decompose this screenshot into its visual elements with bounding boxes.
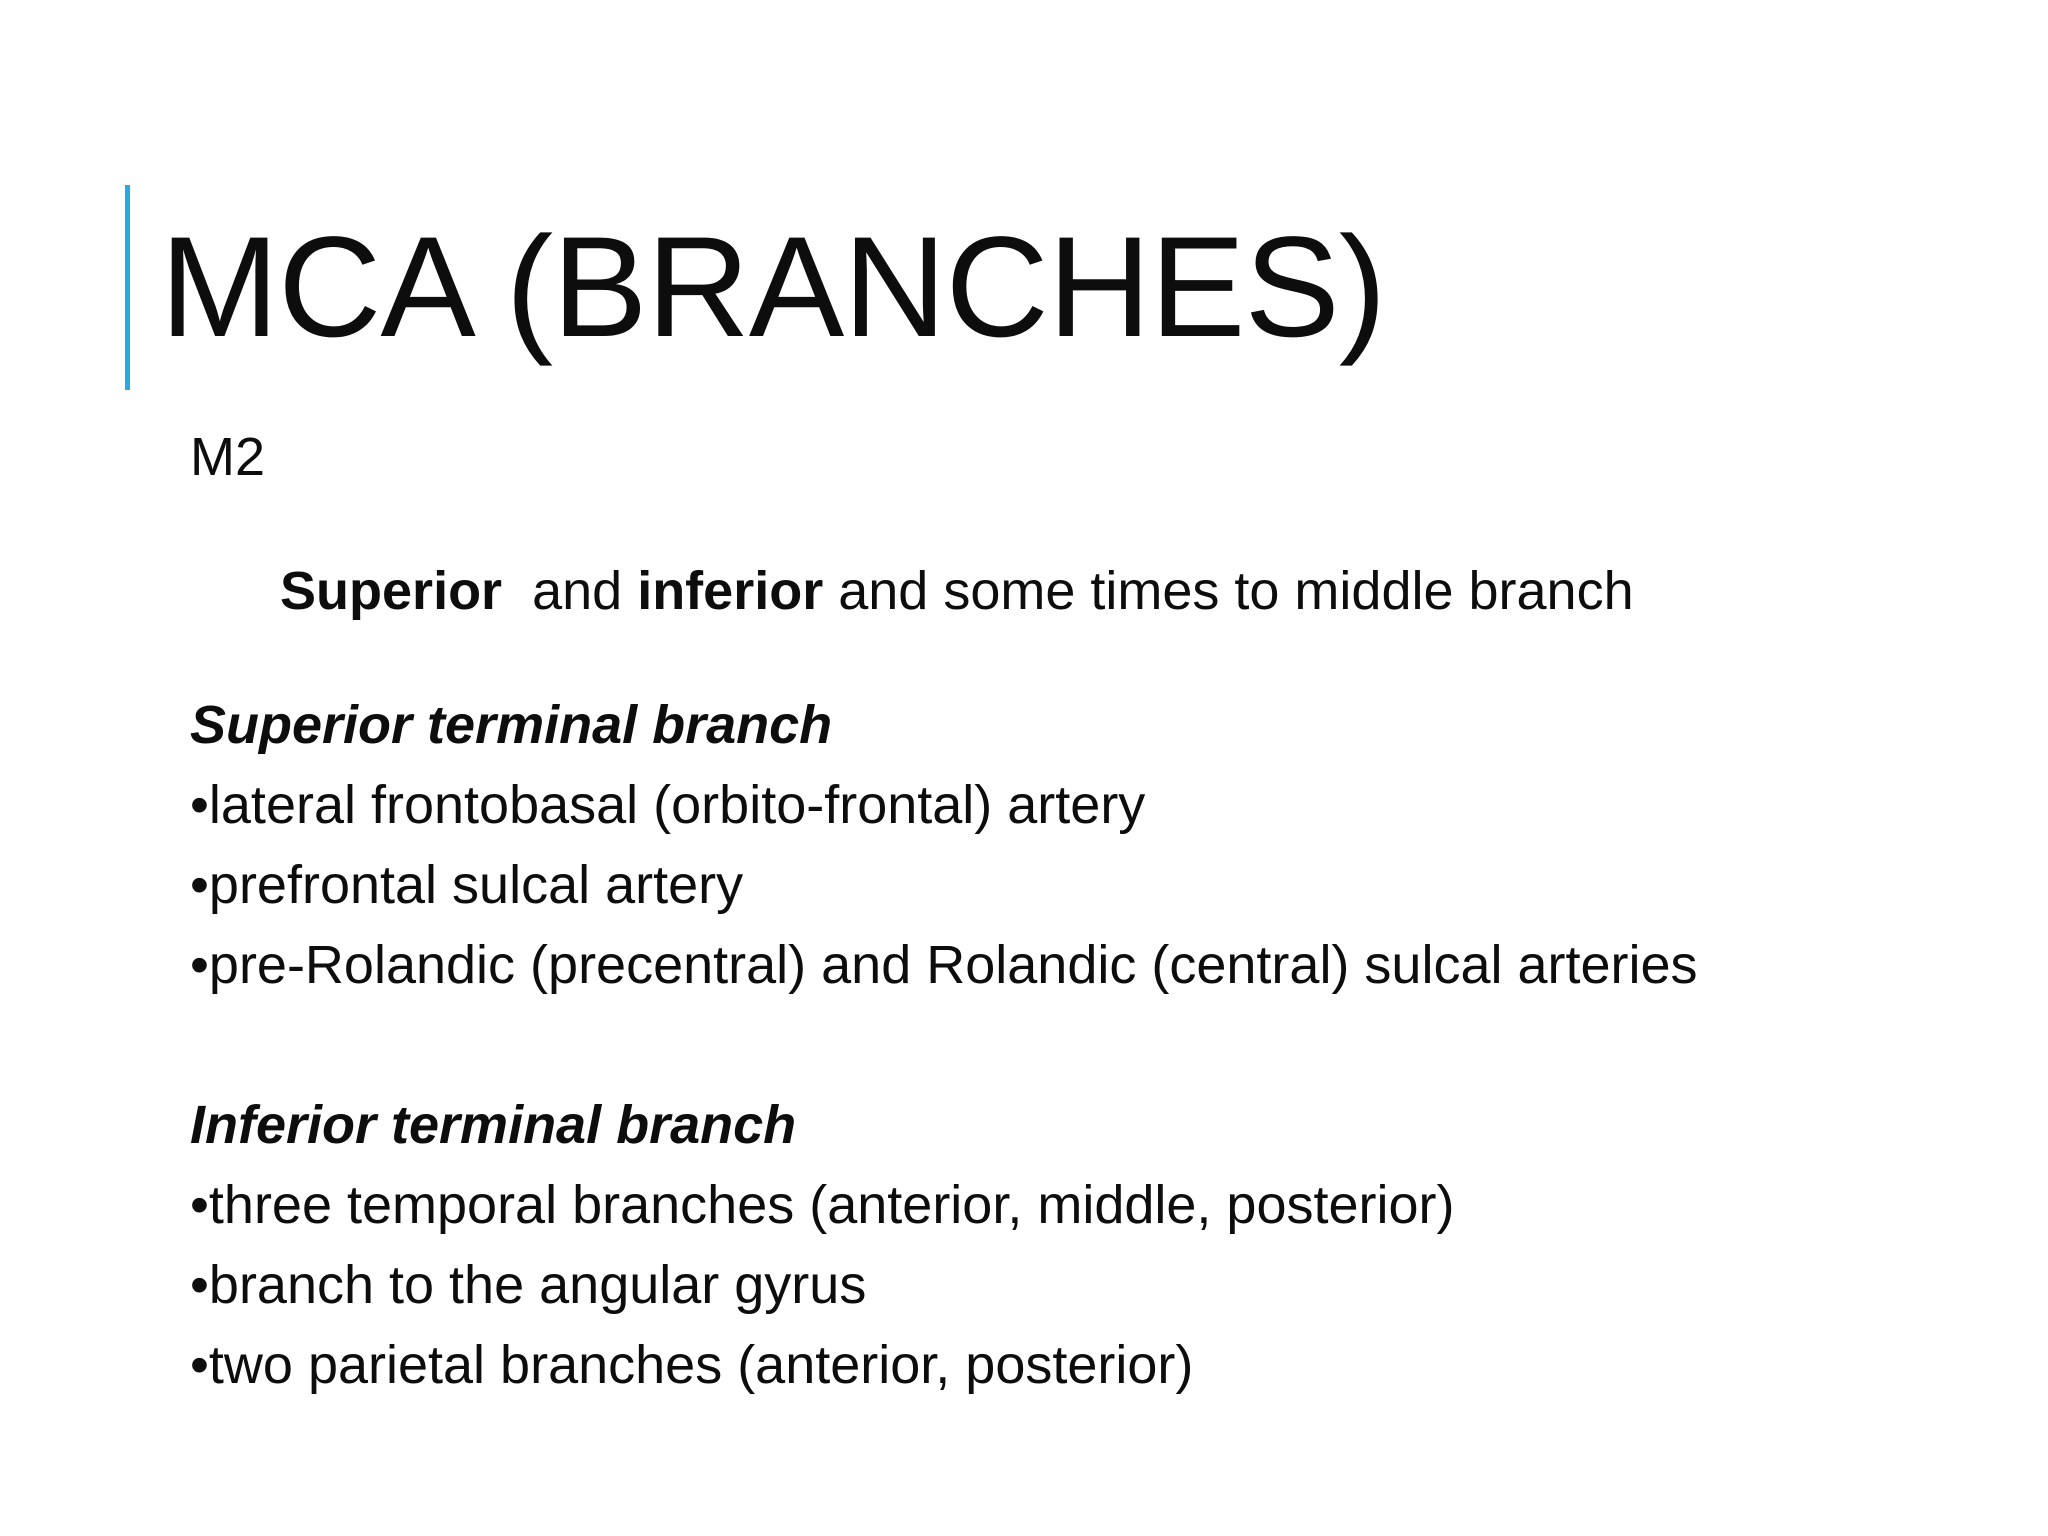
- segment-and: and: [502, 561, 638, 621]
- bullet-icon: •: [190, 935, 209, 995]
- slide-title-block: MCA (BRANCHES): [125, 185, 1825, 390]
- body-bullet-lateral-frontobasal: •lateral frontobasal (orbito-frontal) ar…: [190, 778, 1980, 832]
- body-line-m2: M2: [190, 427, 266, 487]
- bullet-text: lateral frontobasal (orbito-frontal) art…: [208, 775, 1146, 835]
- segment-inferior: inferior: [637, 561, 824, 621]
- bullet-text: pre-Rolandic (precentral) and Rolandic (…: [208, 935, 1698, 995]
- title-accent-bar: [125, 185, 130, 390]
- slide-body: M2 Superior and inferior and some times …: [190, 430, 1980, 1418]
- bullet-icon: •: [190, 1175, 209, 1235]
- bullet-text: branch to the angular gyrus: [208, 1255, 867, 1315]
- body-bullet-prefrontal-sulcal: •prefrontal sulcal artery: [190, 858, 1980, 912]
- body-line-superior-inferior: Superior and inferior and some times to …: [190, 510, 1980, 672]
- body-bullet-three-temporal: •three temporal branches (anterior, midd…: [190, 1178, 1980, 1232]
- body-blank-line: [190, 1018, 1980, 1072]
- segment-tail: and some times to middle branch: [823, 561, 1634, 621]
- body-bullet-two-parietal: •two parietal branches (anterior, poster…: [190, 1338, 1980, 1392]
- page-title: MCA (BRANCHES): [160, 208, 1386, 367]
- body-heading-inferior-terminal-branch: Inferior terminal branch: [190, 1095, 797, 1155]
- body-bullet-pre-rolandic: •pre-Rolandic (precentral) and Rolandic …: [190, 938, 1980, 992]
- body-bullet-angular-gyrus: •branch to the angular gyrus: [190, 1258, 1980, 1312]
- bullet-icon: •: [190, 1335, 209, 1395]
- segment-superior: Superior: [280, 561, 503, 621]
- body-heading-superior-terminal-branch: Superior terminal branch: [190, 695, 833, 755]
- bullet-icon: •: [190, 855, 209, 915]
- bullet-icon: •: [190, 1255, 209, 1315]
- bullet-text: two parietal branches (anterior, posteri…: [208, 1335, 1194, 1395]
- bullet-icon: •: [190, 775, 209, 835]
- bullet-text: prefrontal sulcal artery: [208, 855, 744, 915]
- bullet-text: three temporal branches (anterior, middl…: [208, 1175, 1455, 1235]
